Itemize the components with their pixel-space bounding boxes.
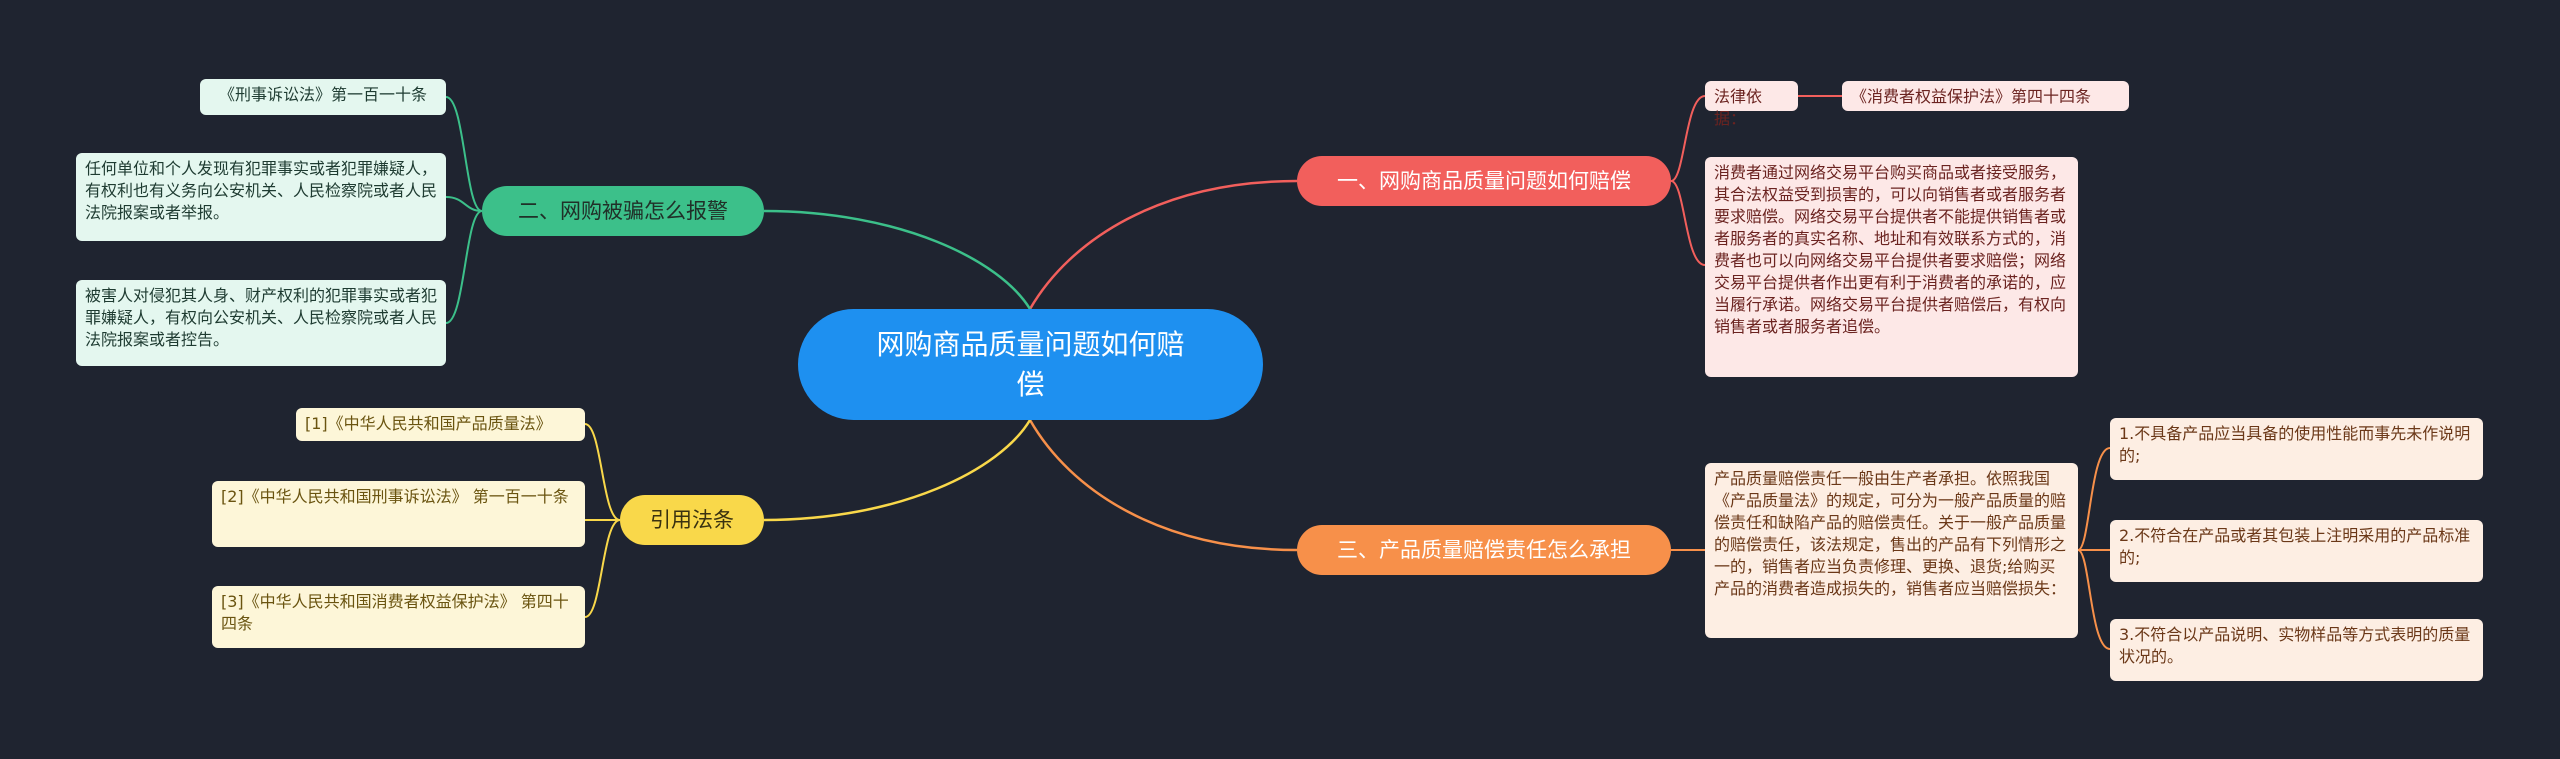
link-orange-item3 [2077, 549, 2111, 650]
liability-item-1[interactable]: 1.不具备产品应当具备的使用性能而事先未作说明的; [2110, 418, 2483, 480]
reference-item-3-text: [3]《中华人民共和国消费者权益保护法》 第四十四条 [221, 592, 569, 633]
link-red-basis [1670, 95, 1706, 182]
branch-liability[interactable]: 三、产品质量赔偿责任怎么承担 [1297, 525, 1671, 575]
reference-item-1[interactable]: [1]《中华人民共和国产品质量法》 [296, 408, 585, 441]
link-center-compensation [1028, 179, 1298, 310]
reference-item-2[interactable]: [2]《中华人民共和国刑事诉讼法》 第一百一十条 [212, 481, 585, 547]
liability-item-2-text: 2.不符合在产品或者其包装上注明采用的产品标准的; [2119, 526, 2471, 567]
branch-report[interactable]: 二、网购被骗怎么报警 [482, 186, 764, 236]
liability-detail-text: 产品质量赔偿责任一般由生产者承担。依照我国《产品质量法》的规定，可分为一般产品质… [1714, 469, 2067, 598]
liability-item-3[interactable]: 3.不符合以产品说明、实物样品等方式表明的质量状况的。 [2110, 619, 2483, 681]
link-green-item2 [445, 196, 483, 212]
link-orange-item1 [2077, 447, 2111, 551]
liability-item-1-text: 1.不具备产品应当具备的使用性能而事先未作说明的; [2119, 424, 2471, 465]
link-center-report [763, 209, 1032, 310]
liability-item-3-text: 3.不符合以产品说明、实物样品等方式表明的质量状况的。 [2119, 625, 2471, 666]
compensation-detail-text: 消费者通过网络交易平台购买商品或者接受服务，其合法权益受到损害的，可以向销售者或… [1714, 163, 2067, 336]
link-yellow-item1 [584, 423, 621, 521]
report-item-3-text: 被害人对侵犯其人身、财产权利的犯罪事实或者犯罪嫌疑人，有权向公安机关、人民检察院… [85, 286, 438, 349]
legal-basis-label-node[interactable]: 法律依据： [1705, 81, 1798, 128]
reference-item-2-text: [2]《中华人民共和国刑事诉讼法》 第一百一十条 [221, 487, 569, 506]
liability-detail-node[interactable]: 产品质量赔偿责任一般由生产者承担。依照我国《产品质量法》的规定，可分为一般产品质… [1705, 463, 2078, 638]
legal-basis-ref-node[interactable]: 《消费者权益保护法》第四十四条 [1842, 81, 2129, 111]
link-green-item3 [445, 210, 483, 324]
branch-compensation-label: 一、网购商品质量问题如何赔偿 [1337, 169, 1631, 193]
link-center-references [763, 419, 1032, 522]
branch-report-label: 二、网购被骗怎么报警 [518, 199, 728, 223]
branch-liability-label: 三、产品质量赔偿责任怎么承担 [1337, 538, 1631, 562]
link-yellow-item3 [584, 519, 621, 618]
reference-item-1-text: [1]《中华人民共和国产品质量法》 [305, 414, 552, 433]
central-topic[interactable]: 网购商品质量问题如何赔偿 [798, 309, 1263, 420]
report-item-1-text: 《刑事诉讼法》第一百一十条 [218, 85, 427, 104]
link-green-item1 [445, 96, 483, 212]
branch-references[interactable]: 引用法条 [620, 495, 764, 545]
liability-item-2[interactable]: 2.不符合在产品或者其包装上注明采用的产品标准的; [2110, 520, 2483, 582]
report-item-2-text: 任何单位和个人发现有犯罪事实或者犯罪嫌疑人，有权利也有义务向公安机关、人民检察院… [85, 159, 438, 222]
link-center-liability [1028, 419, 1298, 552]
branch-references-label: 引用法条 [650, 508, 734, 532]
legal-basis-label: 法律依据： [1714, 87, 1763, 128]
compensation-detail-node[interactable]: 消费者通过网络交易平台购买商品或者接受服务，其合法权益受到损害的，可以向销售者或… [1705, 157, 2078, 377]
legal-basis-ref: 《消费者权益保护法》第四十四条 [1851, 87, 2092, 106]
report-item-3[interactable]: 被害人对侵犯其人身、财产权利的犯罪事实或者犯罪嫌疑人，有权向公安机关、人民检察院… [76, 280, 446, 366]
link-red-detail [1670, 180, 1706, 266]
reference-item-3[interactable]: [3]《中华人民共和国消费者权益保护法》 第四十四条 [212, 586, 585, 648]
report-item-2[interactable]: 任何单位和个人发现有犯罪事实或者犯罪嫌疑人，有权利也有义务向公安机关、人民检察院… [76, 153, 446, 241]
central-topic-label: 网购商品质量问题如何赔偿 [876, 327, 1185, 401]
report-item-1[interactable]: 《刑事诉讼法》第一百一十条 [200, 79, 446, 115]
branch-compensation[interactable]: 一、网购商品质量问题如何赔偿 [1297, 156, 1671, 206]
